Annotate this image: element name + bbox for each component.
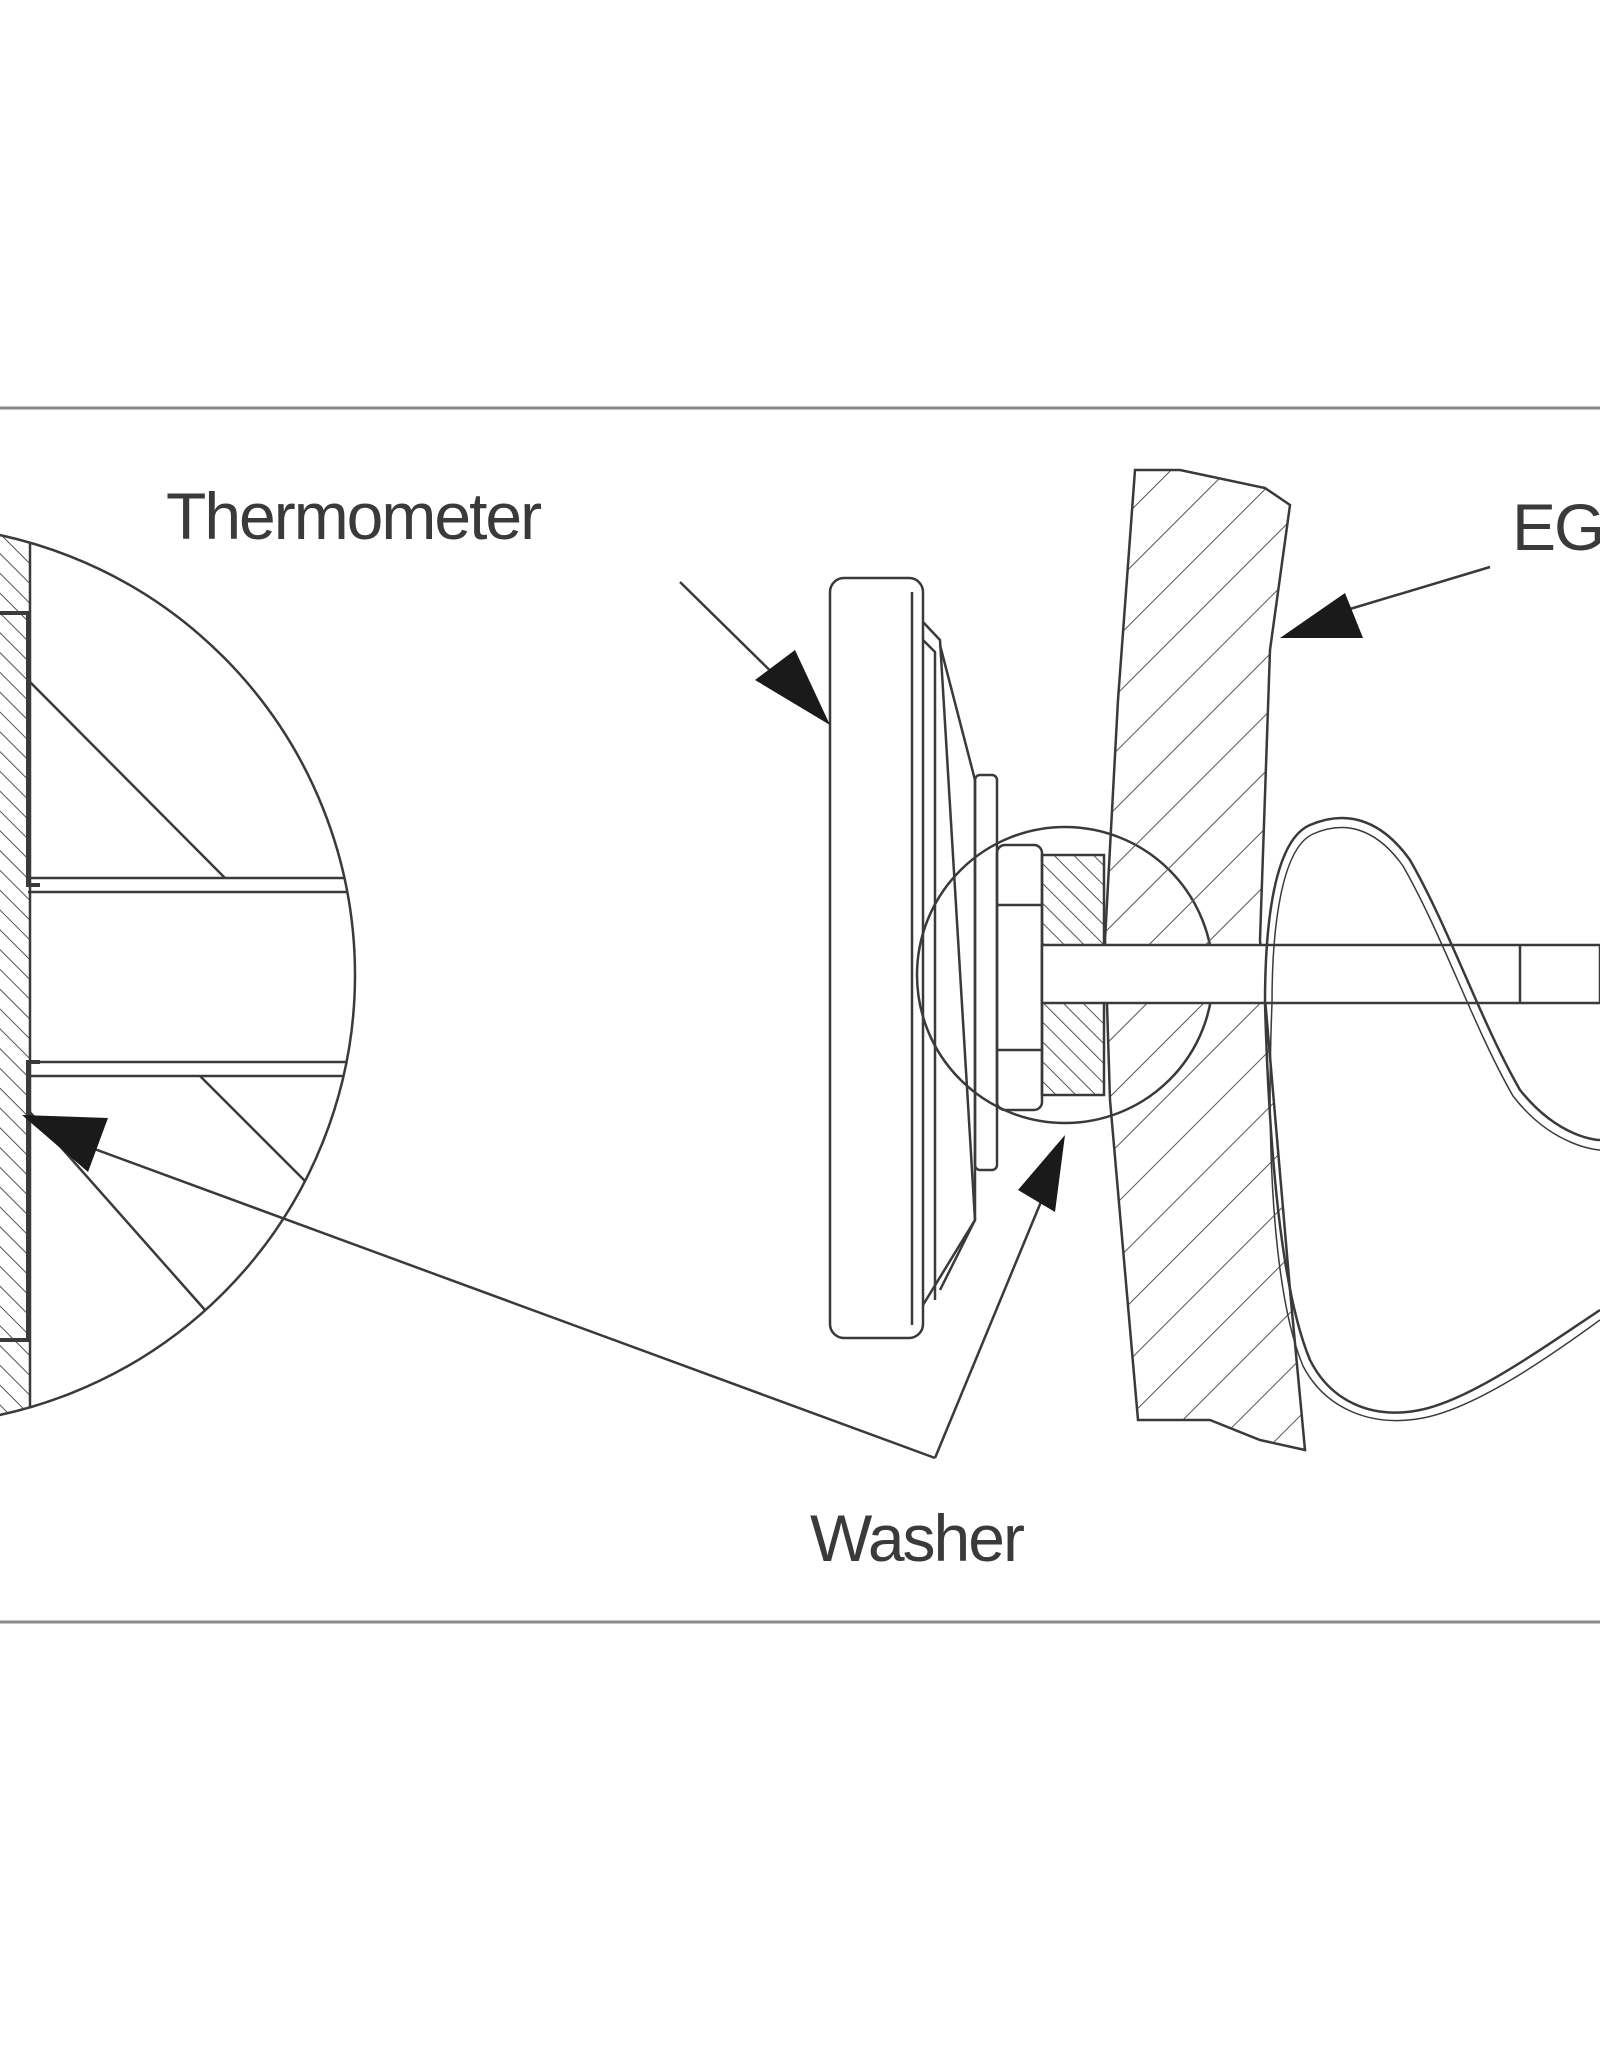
washer-leader	[935, 1180, 1050, 1458]
egg-leader	[1340, 567, 1490, 612]
egg-arrowhead	[1280, 593, 1363, 638]
egg-label-partial: EG	[1512, 490, 1600, 564]
thermometer-stem	[1042, 945, 1600, 1003]
thermometer-hub	[975, 775, 997, 1170]
spring-clip	[1265, 818, 1600, 1413]
detail-view	[0, 525, 360, 1425]
washer-detail-leader	[70, 1140, 935, 1458]
thermometer-bezel	[923, 622, 975, 1305]
detail-circle	[0, 525, 355, 1425]
arrowheads	[22, 593, 1363, 1212]
thermometer-label: Thermometer	[166, 479, 542, 553]
thermometer-body	[830, 578, 1042, 1338]
leader-lines	[70, 567, 1490, 1458]
thermometer-dial-face	[830, 578, 923, 1338]
washer-detail-arrowhead	[22, 1115, 108, 1172]
washer-arrowhead	[1018, 1135, 1065, 1212]
thermometer-arrowhead	[755, 650, 830, 725]
spring-clip-inner	[1270, 828, 1600, 1421]
thermometer-nut	[997, 845, 1042, 1110]
washer-label: Washer	[810, 1501, 1025, 1575]
